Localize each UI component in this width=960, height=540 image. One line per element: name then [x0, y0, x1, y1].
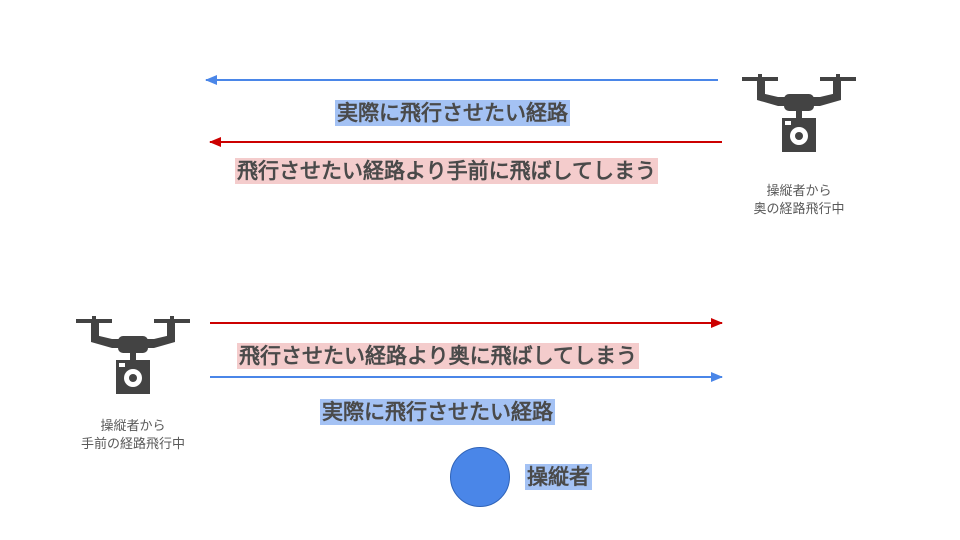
far-drone-caption-line1: 操縦者から: [766, 184, 832, 199]
far-drone-caption: 操縦者から 奥の経路飛行中: [737, 183, 861, 219]
near-actual-path-label: 実際に飛行させたい経路: [320, 399, 555, 425]
drone-icon: [742, 74, 856, 152]
near-drone-caption-line2: 手前の経路飛行中: [80, 437, 185, 452]
far-mistake-path-label: 飛行させたい経路より手前に飛ばしてしまう: [235, 158, 658, 184]
operator-label: 操縦者: [525, 464, 592, 490]
operator-marker: [450, 447, 510, 507]
near-drone-caption-line1: 操縦者から: [100, 419, 166, 434]
near-mistake-path-label: 飛行させたい経路より奥に飛ばしてしまう: [237, 343, 639, 369]
near-drone-caption: 操縦者から 手前の経路飛行中: [60, 418, 206, 454]
far-actual-path-label: 実際に飛行させたい経路: [335, 100, 570, 126]
drone-icon: [76, 316, 190, 394]
far-drone-caption-line2: 奥の経路飛行中: [753, 202, 845, 217]
